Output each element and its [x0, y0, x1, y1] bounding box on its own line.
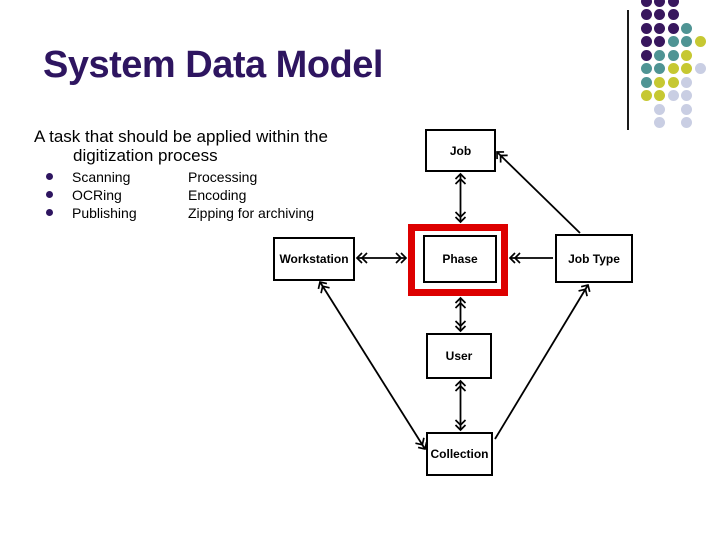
list-item: Publishing Zipping for archiving: [0, 205, 400, 223]
phase-highlight-border: [408, 224, 508, 296]
decor-dot: [694, 36, 706, 47]
decor-vertical-line: [627, 10, 629, 130]
decor-dot: [640, 36, 652, 47]
decor-dot: [640, 76, 652, 88]
edge-jobtype-job: [496, 151, 581, 234]
decor-dot: [654, 90, 665, 101]
decor-dot: [667, 76, 679, 88]
decor-dot: [681, 90, 692, 101]
decor-dot: [654, 63, 665, 74]
decor-dot: [667, 49, 679, 61]
decor-dot: [640, 22, 652, 34]
decor-dot: [681, 49, 692, 61]
edge-workstation-collection: [317, 280, 428, 451]
bullet-text: Scanning: [72, 169, 131, 185]
decor-dot: [654, 36, 665, 47]
bullet-text: OCRing: [72, 187, 122, 203]
list-item: Scanning Processing: [0, 169, 400, 187]
body-heading: A task that should be applied within the…: [34, 127, 328, 165]
node-job: Job: [425, 129, 496, 172]
decor-dot: [667, 36, 679, 47]
node-workstation: Workstation: [273, 237, 355, 281]
heading-line2: digitization process: [73, 146, 218, 165]
bullet-text-col2: Processing: [188, 169, 258, 185]
decor-dot: [654, 103, 665, 115]
node-job-type: Job Type: [555, 234, 633, 283]
decor-dot: [640, 90, 652, 101]
slide-title: System Data Model: [43, 44, 383, 86]
decor-dot: [694, 63, 706, 74]
bullet-text: Publishing: [72, 205, 137, 221]
decor-dot: [681, 76, 692, 88]
bullet-text-col2: Zipping for archiving: [188, 205, 315, 221]
decor-dot: [654, 76, 665, 88]
decor-dot: [640, 49, 652, 61]
decor-dot: [681, 36, 692, 47]
list-item: OCRing Encoding: [0, 187, 400, 205]
decor-dot: [667, 22, 679, 34]
decor-dot: [681, 117, 692, 128]
bullet-icon: [46, 173, 53, 180]
bullet-text-col2: Encoding: [188, 187, 247, 203]
decor-dot: [667, 9, 679, 20]
edge-collection-jobtype: [494, 283, 591, 440]
decor-dot: [667, 63, 679, 74]
decor-dot: [654, 0, 665, 7]
decor-dot: [640, 9, 652, 20]
heading-line1: A task that should be applied within the: [34, 127, 328, 146]
decor-dot: [681, 63, 692, 74]
decor-dot: [654, 22, 665, 34]
node-user: User: [426, 333, 492, 379]
decor-dot: [681, 22, 692, 34]
decor-dot: [654, 9, 665, 20]
decor-dot: [654, 49, 665, 61]
node-collection: Collection: [426, 432, 493, 476]
decor-dot: [667, 90, 679, 101]
node-phase: Phase: [423, 235, 497, 283]
decor-dot: [667, 0, 679, 7]
decor-dot: [640, 63, 652, 74]
bullet-icon: [46, 191, 53, 198]
decor-dot: [640, 0, 652, 7]
decor-dot: [681, 103, 692, 115]
bullet-icon: [46, 209, 53, 216]
decor-dot: [654, 117, 665, 128]
